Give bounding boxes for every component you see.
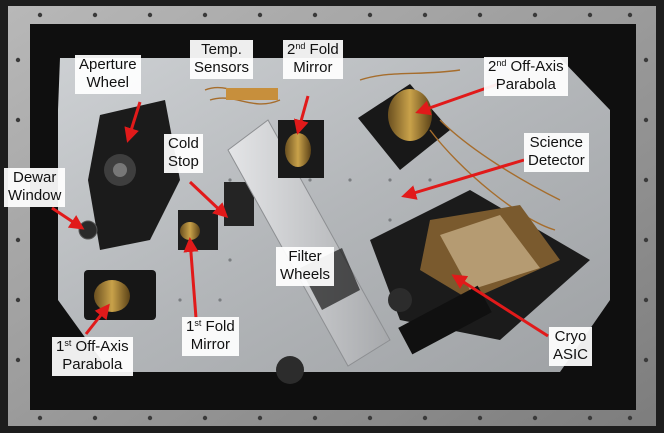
cryo-asic-board: [398, 285, 492, 355]
label-cryo-asic: Cryo ASIC: [549, 327, 593, 366]
arrow-cryo-asic: [451, 274, 549, 338]
detector-clamp: [440, 215, 540, 290]
label-temp-sensors: Temp. Sensors: [190, 40, 254, 79]
cold-stop: [224, 182, 254, 226]
second-oap-mirror: [388, 89, 432, 141]
arrow-science-detector: [401, 158, 525, 200]
arrow-aperture-wheel: [124, 101, 142, 143]
label-cold-stop: Cold Stop: [164, 134, 203, 173]
second-fold-mirror: [285, 133, 311, 167]
first-fold-mirror: [180, 222, 200, 240]
arrow-first-fold: [183, 237, 199, 319]
arrow-first-oap: [84, 303, 110, 335]
dewar-window: [78, 220, 98, 240]
label-second-off-axis-parabola: 2nd Off-Axis Parabola: [484, 57, 568, 96]
label-filter-wheels: Filter Wheels: [276, 247, 335, 286]
label-science-detector: Science Detector: [524, 133, 589, 172]
temp-sensor-strip: [226, 88, 278, 100]
label-aperture-wheel: Aperture Wheel: [75, 55, 141, 94]
arrow-cold-stop: [188, 180, 229, 219]
label-second-fold-mirror: 2nd Fold Mirror: [283, 40, 343, 79]
label-dewar-window: Dewar Window: [4, 168, 66, 207]
asic-knob-2: [276, 356, 304, 384]
asic-knob-1: [388, 288, 412, 312]
arrow-dewar-window: [51, 206, 85, 230]
first-oap-mirror: [94, 280, 130, 312]
arrow-second-fold: [293, 95, 310, 135]
label-first-off-axis-parabola: 1st Off-Axis Parabola: [52, 337, 133, 376]
annotation-arrows: [51, 82, 549, 338]
label-first-fold-mirror: 1st Fold Mirror: [182, 317, 239, 356]
filter-wheel-bar: [227, 119, 391, 367]
frame-bolts: [15, 12, 649, 421]
